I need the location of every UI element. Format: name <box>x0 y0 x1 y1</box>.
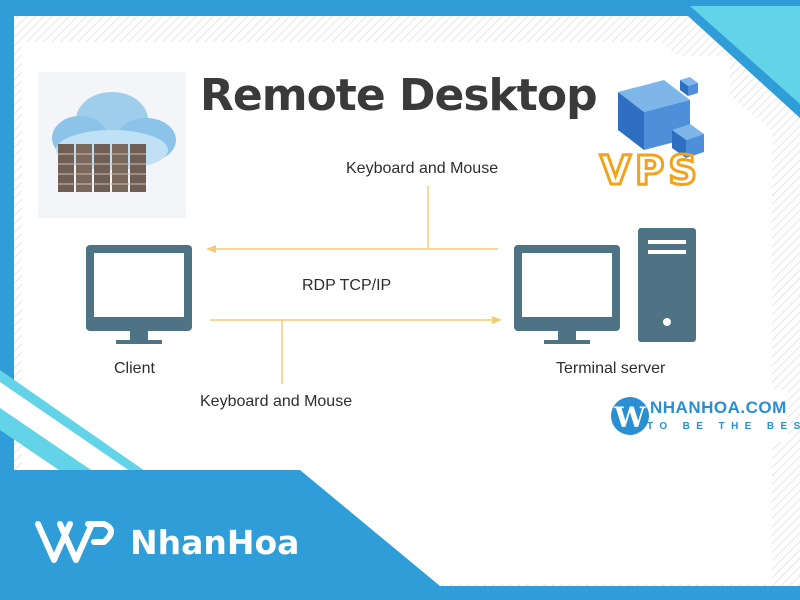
nhanhoa-slogan: TO BE THE BEST <box>647 421 800 432</box>
keyboard-mouse-label-top: Keyboard and Mouse <box>346 160 499 177</box>
server-label: Terminal server <box>556 360 666 377</box>
protocol-label: RDP TCP/IP <box>302 277 392 294</box>
nhanhoa-domain: NHANHOA.COM <box>650 398 787 417</box>
brand-name: NhanHoa <box>130 523 300 562</box>
keyboard-mouse-label-bottom: Keyboard and Mouse <box>200 393 353 410</box>
page-title: Remote Desktop <box>200 70 598 121</box>
client-label: Client <box>114 360 155 377</box>
